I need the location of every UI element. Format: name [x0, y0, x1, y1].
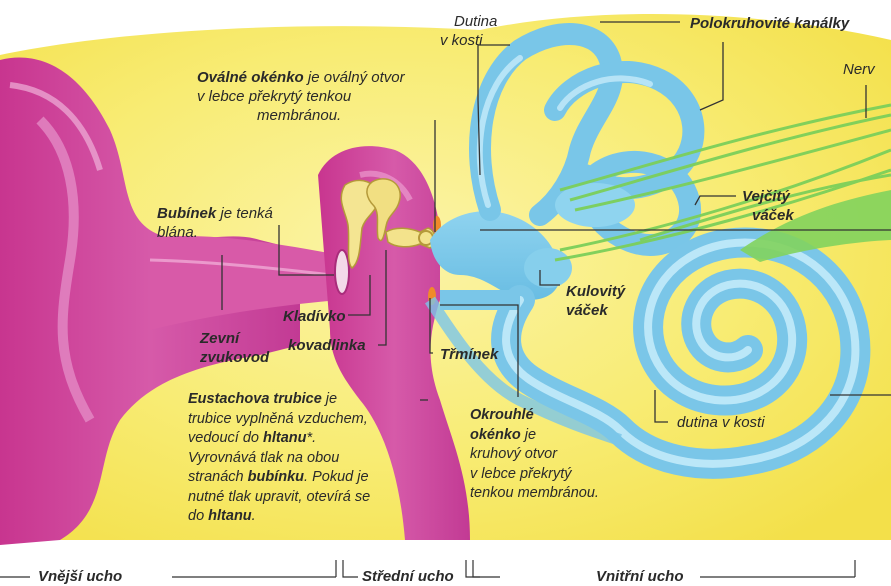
eardrum-shape — [335, 250, 349, 294]
saccule-shape — [524, 248, 572, 288]
eustachian-desc-3c: *. — [306, 430, 316, 446]
bone-cavity-top-2: v kosti — [440, 32, 483, 49]
eustachian-desc-1: je — [322, 391, 337, 407]
external-canal-1: Zevní — [200, 330, 239, 347]
saccule-1: Kulovitý — [566, 283, 625, 300]
utricle-2: váček — [742, 207, 794, 224]
label-bone-cavity-top: Dutina v kosti — [440, 12, 530, 50]
section-middle-ear: Střední ucho — [362, 567, 454, 586]
label-bone-cavity-bottom: dutina v kosti — [677, 413, 765, 432]
round-window-desc-1: je — [521, 427, 536, 443]
oval-window-desc-2: v lebce překrytý tenkou — [197, 88, 351, 105]
round-window-title-2: okénko — [470, 427, 521, 443]
eardrum-desc-1: je tenká — [216, 205, 273, 222]
external-canal-2: zvukovod — [200, 349, 269, 366]
label-nerve: Nerv — [843, 60, 875, 79]
round-window-desc-4: tenkou membránou. — [470, 485, 599, 501]
label-stapes: Třmínek — [440, 345, 498, 364]
round-window-desc-3: v lebce překrytý — [470, 466, 572, 482]
eustachian-desc-2: trubice vyplněná vzduchem, — [188, 411, 368, 427]
label-round-window: Okrouhlé okénko je kruhový otvor v lebce… — [470, 406, 650, 504]
oval-window-desc-1: je oválný otvor — [304, 69, 405, 86]
round-window-title-1: Okrouhlé — [470, 407, 534, 423]
eustachian-desc-7c: . — [252, 508, 256, 524]
eardrum-desc-2: blána. — [157, 224, 198, 241]
round-window-desc-2: kruhový otvor — [470, 446, 557, 462]
oval-window-desc-3: membránou. — [197, 107, 341, 124]
bone-cavity-top-1: Dutina — [440, 13, 497, 30]
label-saccule: Kulovitý váček — [566, 282, 625, 320]
label-oval-window: Oválné okénko je oválný otvor v lebce př… — [197, 68, 487, 125]
label-incus: kovadlinka — [288, 336, 366, 355]
eustachian-title: Eustachova trubice — [188, 391, 322, 407]
eustachian-desc-4: Vyrovnává tlak na obou — [188, 450, 339, 466]
eustachian-desc-5b: bubínku — [248, 469, 304, 485]
eustachian-desc-3a: vedoucí do — [188, 430, 263, 446]
eustachian-desc-3b: hltanu — [263, 430, 307, 446]
label-external-canal: Zevní zvukovod — [200, 329, 269, 367]
section-inner-ear: Vnitřní ucho — [596, 567, 684, 586]
label-eardrum: Bubínek je tenká blána. — [157, 204, 307, 242]
oval-window-title: Oválné okénko — [197, 69, 304, 86]
eustachian-desc-5c: . Pokud je — [304, 469, 369, 485]
eustachian-desc-7b: hltanu — [208, 508, 252, 524]
saccule-2: váček — [566, 302, 608, 319]
label-malleus: Kladívko — [283, 307, 346, 326]
label-eustachian: Eustachova trubice je trubice vyplněná v… — [188, 390, 423, 527]
eustachian-desc-6: nutné tlak upravit, otevírá se — [188, 489, 370, 505]
eustachian-desc-7a: do — [188, 508, 208, 524]
utricle-1: Vejčitý — [742, 188, 790, 205]
label-utricle: Vejčitý váček — [742, 187, 794, 225]
eardrum-title: Bubínek — [157, 205, 216, 222]
section-outer-ear: Vnější ucho — [38, 567, 122, 586]
eustachian-desc-5a: stranách — [188, 469, 248, 485]
label-semicircular-canals: Polokruhovité kanálky — [690, 14, 849, 33]
